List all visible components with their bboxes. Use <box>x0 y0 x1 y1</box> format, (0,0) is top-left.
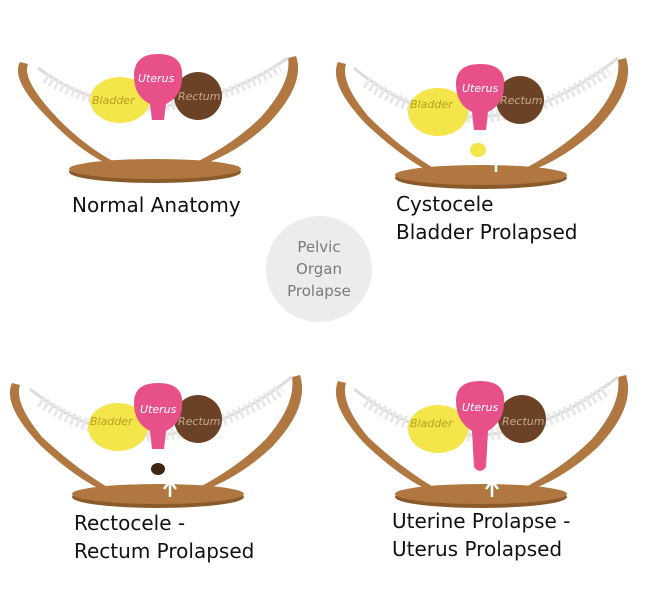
caption-line: Normal Anatomy <box>72 193 241 217</box>
hammock-base-top <box>395 165 567 185</box>
hammock-base-top <box>395 484 567 504</box>
hammock-stand-right <box>192 375 303 491</box>
panel-caption: Rectocele - Rectum Prolapsed <box>74 509 254 565</box>
center-title-line: Organ <box>296 260 342 278</box>
rectum-label: Rectum <box>178 415 220 428</box>
bladder-organ <box>90 77 150 123</box>
panel-cystocele: Bladder Rectum Uterus Cystocele Bladder … <box>326 0 652 300</box>
uterus-label: Uterus <box>462 82 499 95</box>
caption-line: Uterus Prolapsed <box>392 537 563 561</box>
hammock-stand-right <box>518 375 629 491</box>
hammock-illustration-cystocele: Bladder Rectum Uterus <box>335 56 629 189</box>
prolapse-arrow-icon <box>485 478 499 497</box>
rectum-label: Rectum <box>178 90 220 103</box>
bladder-label: Bladder <box>90 415 134 428</box>
hammock-illustration-rectocele: Bladder Rectum Uterus <box>9 375 303 508</box>
hammock-base-top <box>69 159 241 179</box>
bladder-organ <box>408 88 468 136</box>
bladder-organ <box>408 405 468 453</box>
caption-line: Rectocele - <box>74 511 186 535</box>
panel-normal-anatomy: Bladder Rectum Uterus Normal Anatomy <box>0 0 326 300</box>
rectum-label: Rectum <box>500 94 542 107</box>
bladder-organ <box>88 403 148 451</box>
uterus-label: Uterus <box>462 401 499 414</box>
rectum-prolapse-bulge <box>151 463 165 475</box>
rectum-organ <box>174 72 222 120</box>
panel-uterine-prolapse: Bladder Rectum Uterus Uterine Prolapse -… <box>326 297 652 597</box>
rectum-organ <box>496 76 544 124</box>
uterus-organ <box>134 54 183 120</box>
rectum-organ <box>174 395 222 443</box>
uterus-label: Uterus <box>140 403 177 416</box>
panel-caption: Uterine Prolapse - Uterus Prolapsed <box>392 507 570 563</box>
hammock-stand-right <box>518 58 629 172</box>
bladder-prolapse-bulge <box>470 143 486 157</box>
hammock-stand-right <box>188 56 299 166</box>
caption-line: Cystocele <box>396 192 494 216</box>
caption-line: Bladder Prolapsed <box>396 220 578 244</box>
bladder-label: Bladder <box>410 417 454 430</box>
prolapse-arrow-icon <box>489 153 503 172</box>
center-title-line: Prolapse <box>287 282 351 300</box>
uterus-organ <box>456 381 505 471</box>
panel-rectocele: Bladder Rectum Uterus Rectocele - Rectum… <box>0 297 326 597</box>
panel-caption: Cystocele Bladder Prolapsed <box>396 190 577 246</box>
panel-caption: Normal Anatomy <box>72 191 241 219</box>
uterus-organ <box>456 64 505 130</box>
caption-line: Rectum Prolapsed <box>74 539 255 563</box>
rectum-label: Rectum <box>502 415 544 428</box>
uterus-label: Uterus <box>138 72 175 85</box>
center-title-badge: Pelvic Organ Prolapse <box>266 216 372 322</box>
bladder-label: Bladder <box>92 94 136 107</box>
caption-line: Uterine Prolapse - <box>392 509 571 533</box>
hammock-illustration-normal: Bladder Rectum Uterus <box>17 54 299 183</box>
center-title-line: Pelvic <box>297 238 341 256</box>
rectum-organ <box>498 395 546 443</box>
prolapse-arrow-icon <box>163 478 177 497</box>
hammock-illustration-uterine-prolapse: Bladder Rectum Uterus <box>335 375 629 508</box>
uterus-organ <box>134 383 183 449</box>
bladder-label: Bladder <box>410 98 454 111</box>
